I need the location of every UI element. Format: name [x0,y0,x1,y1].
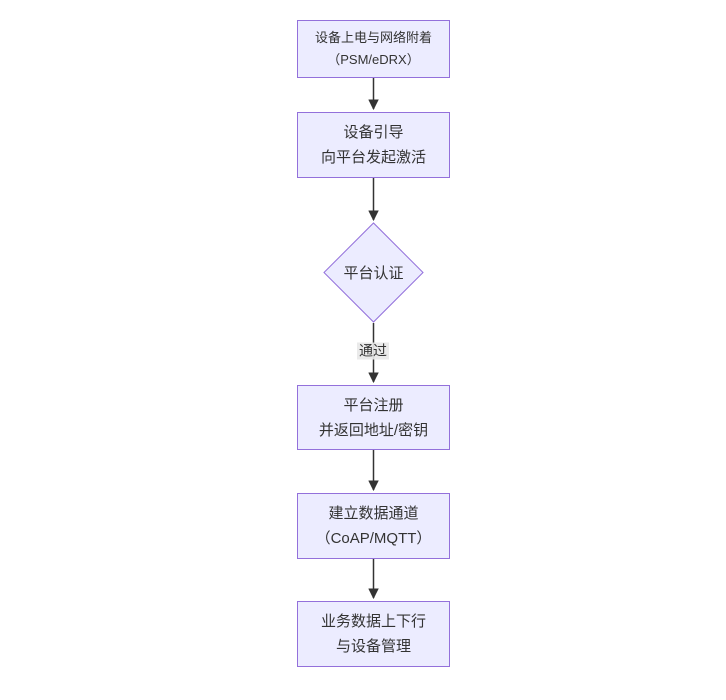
node-channel-line2: （CoAP/MQTT） [315,530,432,547]
node-power-on-line2: （PSM/eDRX） [327,52,420,67]
node-register-line2: 并返回地址/密钥 [318,421,429,439]
node-power-on: 设备上电与网络附着 （PSM/eDRX） [297,20,450,78]
node-bootstrap-line1: 设备引导 [343,124,404,141]
node-register: 平台注册 并返回地址/密钥 [297,385,450,450]
node-auth-label: 平台认证 [343,265,404,282]
node-power-on-line1: 设备上电与网络附着 [314,30,432,45]
node-bootstrap: 设备引导 向平台发起激活 [297,112,450,178]
node-bootstrap-line2: 向平台发起激活 [320,149,426,166]
edge-label-pass: 通过 [357,342,389,360]
node-channel-line1: 建立数据通道 [328,505,419,522]
node-register-line1: 平台注册 [343,396,404,414]
node-business-line1: 业务数据上下行 [320,613,426,630]
node-auth-decision: 平台认证 [323,222,424,323]
node-business-line2: 与设备管理 [335,638,411,655]
node-channel: 建立数据通道 （CoAP/MQTT） [297,493,450,559]
node-business: 业务数据上下行 与设备管理 [297,601,450,667]
